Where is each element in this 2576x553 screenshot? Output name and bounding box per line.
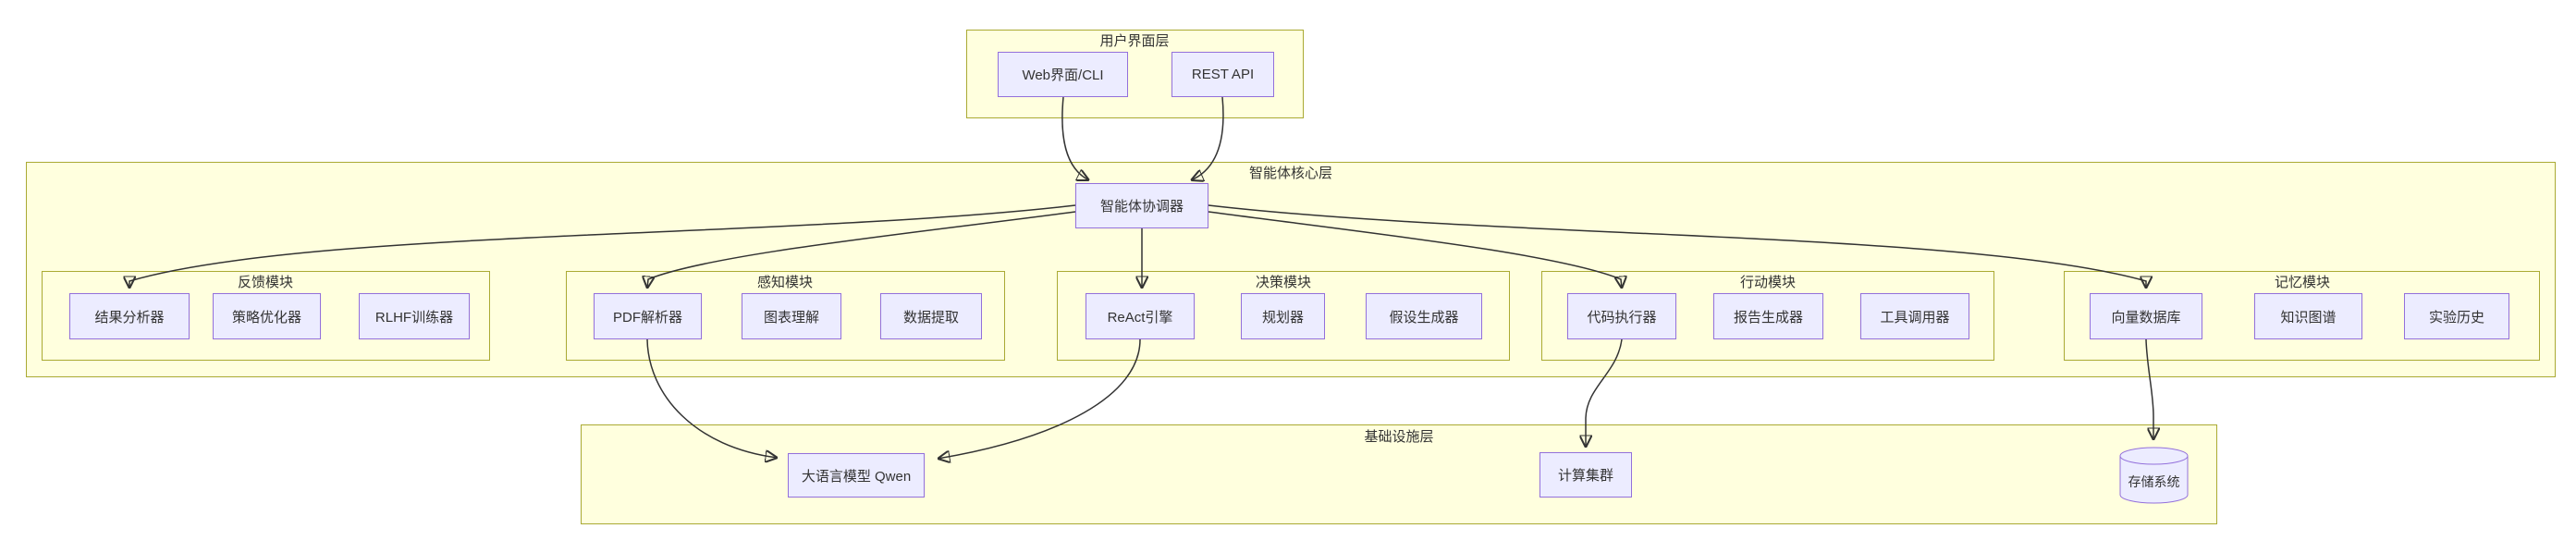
node-pdf-parser: PDF解析器 bbox=[594, 293, 702, 339]
layer-infra-label: 基础设施层 bbox=[1364, 429, 1434, 445]
node-chart-understanding: 图表理解 bbox=[742, 293, 841, 339]
node-code-executor: 代码执行器 bbox=[1567, 293, 1676, 339]
module-perception-label: 感知模块 bbox=[756, 275, 814, 290]
node-hypothesis-generator: 假设生成器 bbox=[1366, 293, 1482, 339]
edge-code-executor-to-cluster bbox=[1586, 338, 1623, 448]
edge-coordinator-to-pdf-parser bbox=[647, 211, 1076, 289]
edge-restapi-to-coordinator bbox=[1191, 96, 1224, 180]
layer-ui-label: 用户界面层 bbox=[1099, 33, 1170, 49]
node-react-engine: ReAct引擎 bbox=[1086, 293, 1195, 339]
node-result-analyzer: 结果分析器 bbox=[69, 293, 190, 339]
node-rest-api: REST API bbox=[1171, 52, 1274, 97]
node-storage-system: 存储系统 bbox=[2119, 447, 2189, 504]
node-knowledge-graph: 知识图谱 bbox=[2254, 293, 2362, 339]
node-coordinator: 智能体协调器 bbox=[1075, 183, 1208, 228]
node-tool-caller: 工具调用器 bbox=[1860, 293, 1969, 339]
node-compute-cluster: 计算集群 bbox=[1539, 452, 1632, 498]
edge-vector-db-to-storage bbox=[2145, 338, 2153, 440]
node-planner: 规划器 bbox=[1241, 293, 1325, 339]
node-data-extraction: 数据提取 bbox=[880, 293, 982, 339]
edge-coordinator-to-result-analyzer bbox=[129, 204, 1076, 289]
node-storage-system-label: 存储系统 bbox=[2128, 474, 2180, 489]
node-rlhf-trainer: RLHF训练器 bbox=[359, 293, 470, 339]
layer-core-label: 智能体核心层 bbox=[1248, 166, 1333, 181]
edge-webcli-to-coordinator bbox=[1061, 96, 1089, 180]
edge-coordinator-to-vector-db bbox=[1208, 204, 2146, 289]
module-action-label: 行动模块 bbox=[1739, 275, 1797, 290]
module-decision-label: 决策模块 bbox=[1255, 275, 1312, 290]
node-web-cli: Web界面/CLI bbox=[998, 52, 1128, 97]
node-report-generator: 报告生成器 bbox=[1713, 293, 1823, 339]
node-strategy-optimizer: 策略优化器 bbox=[213, 293, 321, 339]
edge-coordinator-to-code-executor bbox=[1208, 211, 1622, 289]
database-cylinder-icon bbox=[2119, 447, 2189, 504]
edge-react-engine-to-llm bbox=[938, 338, 1141, 459]
edge-pdf-parser-to-llm bbox=[646, 338, 778, 458]
module-memory-label: 记忆模块 bbox=[2274, 275, 2331, 290]
module-feedback-label: 反馈模块 bbox=[237, 275, 294, 290]
node-experiment-history: 实验历史 bbox=[2404, 293, 2509, 339]
node-llm-qwen: 大语言模型 Qwen bbox=[788, 453, 925, 498]
node-vector-db: 向量数据库 bbox=[2090, 293, 2202, 339]
